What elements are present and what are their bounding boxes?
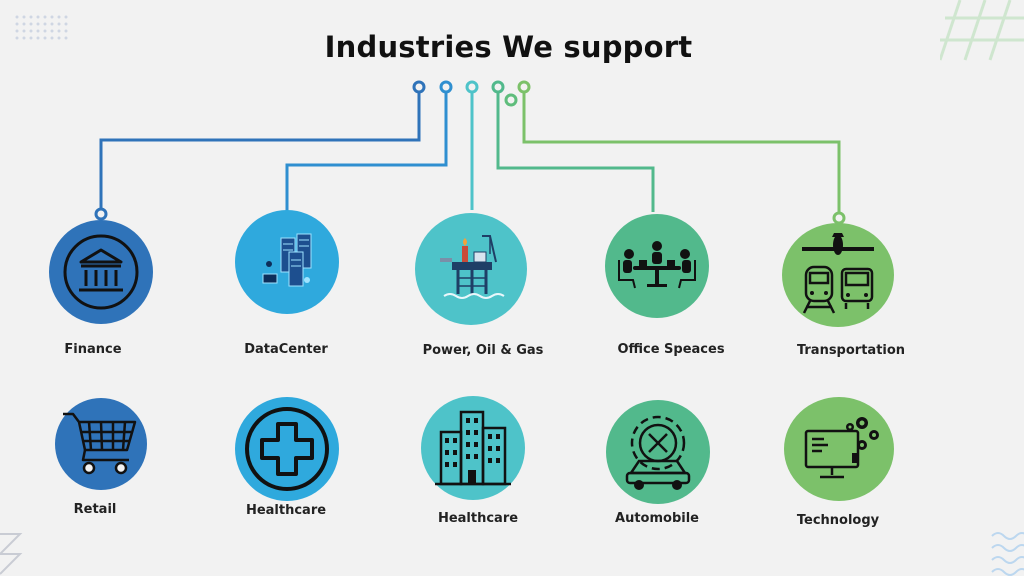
node-dot-3 xyxy=(465,80,479,94)
oil-rig-icon xyxy=(440,235,505,299)
zigzag-decoration xyxy=(0,533,23,575)
label-power-oil-gas: Power, Oil & Gas xyxy=(422,343,544,358)
dot-grid-decoration xyxy=(15,15,68,40)
label-office-spaces: Office Speaces xyxy=(617,342,725,357)
finance-circle xyxy=(49,220,153,324)
medical-cross-icon xyxy=(245,407,329,491)
power-oil-gas-circle xyxy=(415,213,527,325)
shopping-cart-icon xyxy=(63,412,137,475)
plane-train-bus-icon xyxy=(802,233,874,314)
finance-connector-dot xyxy=(94,207,108,221)
connector-finance xyxy=(99,92,421,210)
office-spaces-circle xyxy=(605,214,709,318)
server-rack-icon xyxy=(262,233,312,287)
buildings-icon xyxy=(435,410,511,486)
label-healthcare-2: Healthcare xyxy=(437,511,519,526)
label-finance: Finance xyxy=(64,342,122,357)
wave-decoration xyxy=(991,532,1024,576)
transportation-circle xyxy=(782,223,894,327)
healthcare-buildings-circle xyxy=(421,396,525,500)
node-dot-1 xyxy=(412,80,426,94)
node-dot-5 xyxy=(504,93,518,107)
label-healthcare: Healthcare xyxy=(245,503,327,518)
meeting-table-icon xyxy=(618,241,696,289)
node-dot-2 xyxy=(439,80,453,94)
label-retail: Retail xyxy=(73,502,117,517)
connector-datacenter xyxy=(285,92,448,212)
grid-lines-decoration xyxy=(940,0,1024,61)
connector-office xyxy=(496,92,655,212)
label-automobile: Automobile xyxy=(615,511,699,526)
car-gear-icon xyxy=(625,415,691,490)
healthcare-circle xyxy=(235,397,339,501)
node-dot-4 xyxy=(491,80,505,94)
label-transportation: Transportation xyxy=(796,343,906,358)
node-dot-6 xyxy=(517,80,531,94)
page-title: Industries We support xyxy=(324,30,693,64)
transport-connector-dot xyxy=(832,211,846,225)
bank-icon xyxy=(63,234,139,310)
automobile-circle xyxy=(606,400,710,504)
connector-transport xyxy=(522,92,841,212)
monitor-gears-icon xyxy=(804,417,879,479)
label-technology: Technology xyxy=(796,513,880,528)
datacenter-circle xyxy=(235,210,339,314)
label-datacenter: DataCenter xyxy=(244,342,328,357)
retail-circle xyxy=(55,398,147,490)
technology-circle xyxy=(784,397,894,501)
